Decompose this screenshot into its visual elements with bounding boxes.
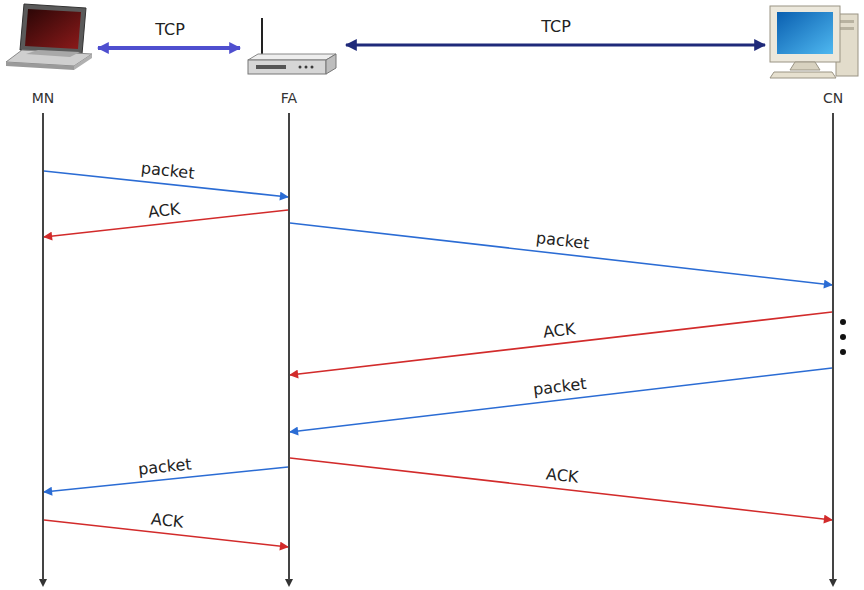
message-label: ACK xyxy=(545,465,579,487)
protocol-label: TCP xyxy=(155,21,185,39)
laptop-icon xyxy=(6,4,92,70)
message-label: packet xyxy=(535,229,590,253)
protocol-label: TCP xyxy=(541,18,571,36)
lifeline-end xyxy=(39,579,837,587)
message-label: packet xyxy=(532,375,587,399)
message-label: ACK xyxy=(150,510,184,531)
lifeline: CN xyxy=(832,113,834,580)
message-label: packet xyxy=(137,455,192,478)
message-arrow xyxy=(290,223,832,285)
message-arrow xyxy=(290,458,832,520)
message-arrow xyxy=(290,368,832,432)
desktop-icon xyxy=(770,6,858,78)
tcp-arrow xyxy=(346,44,765,47)
message-label: ACK xyxy=(542,320,576,342)
continuation-dots xyxy=(840,319,846,355)
access-point-icon xyxy=(248,18,336,74)
message-arrow xyxy=(290,312,832,375)
participant-name: FA xyxy=(281,89,297,107)
lifeline: MN xyxy=(42,113,44,580)
participant-name: MN xyxy=(32,89,55,107)
lifeline: FA xyxy=(288,113,290,580)
participant-name: CN xyxy=(823,89,843,107)
message-label: ACK xyxy=(147,200,181,221)
tcp-arrow xyxy=(98,46,240,50)
message-label: packet xyxy=(140,159,195,183)
